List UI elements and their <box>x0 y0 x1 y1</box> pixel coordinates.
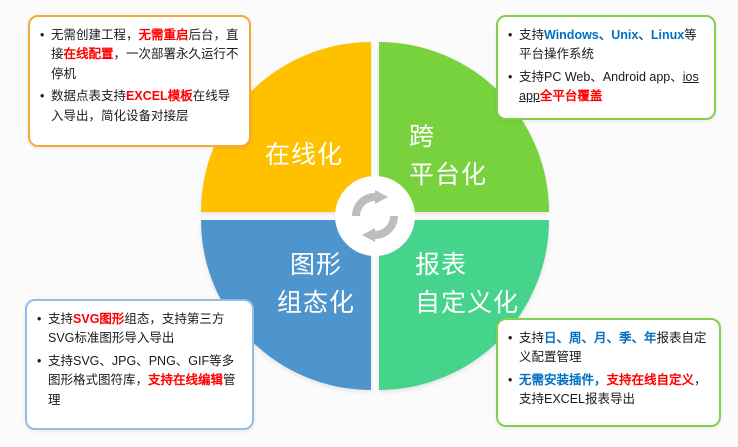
quadrant-cross-platform-label: 跨 平台化 <box>409 118 487 194</box>
list-item: 支持SVG、JPG、PNG、GIF等多图形格式图符库，支持在线编辑管理 <box>37 352 242 410</box>
text-segment: 报表自定义配置管理 <box>519 331 707 365</box>
text-segment: 支持在线编辑 <box>148 373 224 388</box>
callout-bottom-right: 支持日、周、月、季、年报表自定义配置管理 无需安装插件，支持在线自定义，支持EX… <box>496 318 721 427</box>
text-segment: ，支持EXCEL报表导出 <box>519 372 707 407</box>
text-segment: 后台，直接 <box>51 28 239 62</box>
label-line: 图形 <box>289 251 342 279</box>
text-segment: 组态，支持第三方SVG标准图形导入导出 <box>48 312 225 346</box>
text-segment: 管理 <box>48 373 236 407</box>
callout-top-right: 支持Windows、Unix、Linux等平台操作系统 支持PC Web、And… <box>496 15 716 120</box>
text-segment: 数据点表支持 <box>51 89 127 104</box>
quadrant-report-label: 报表 自定义化 <box>415 246 519 322</box>
label-line: 报表 <box>415 251 468 279</box>
label-line: 在线化 <box>265 141 344 169</box>
label-line: 平台化 <box>409 161 488 189</box>
text-segment: ，一次部署永久运行不停机 <box>51 47 239 81</box>
cycle-arrows-svg <box>352 190 398 242</box>
text-segment: ios app <box>519 69 699 104</box>
text-segment: 支持 <box>48 312 74 326</box>
text-segment: 无需安装插件， <box>519 372 607 387</box>
list-item: 支持Windows、Unix、Linux等平台操作系统 <box>508 26 704 65</box>
text-segment: Windows、Unix、Linux <box>544 28 685 42</box>
text-segment: 全平台覆盖 <box>539 89 603 104</box>
cycle-arrows-icon <box>335 176 415 256</box>
text-segment: 日、周、月、季、年 <box>544 331 657 345</box>
list-item: 数据点表支持EXCEL模板在线导入导出，简化设备对接层 <box>40 87 239 126</box>
text-segment: 等平台操作系统 <box>519 28 697 62</box>
text-segment: 支持SVG、JPG、PNG、GIF等多图形格式图符库， <box>48 353 235 388</box>
quadrant-graphic-label: 图形 组态化 <box>271 246 361 322</box>
callout-bottom-left: 支持SVG图形组态，支持第三方SVG标准图形导入导出 支持SVG、JPG、PNG… <box>25 299 254 430</box>
text-segment: 无需重启 <box>138 28 189 42</box>
label-line: 自定义化 <box>415 289 520 317</box>
callout-top-left: 无需创建工程，无需重启后台，直接在线配置，一次部署永久运行不停机 数据点表支持E… <box>28 15 251 147</box>
quadrant-cross-platform: 跨 平台化 <box>379 42 549 212</box>
text-segment: 在线导入导出，简化设备对接层 <box>51 89 231 123</box>
text-segment: 在线配置 <box>63 47 114 62</box>
label-line: 跨 <box>409 123 436 151</box>
list-item: 支持SVG图形组态，支持第三方SVG标准图形导入导出 <box>37 310 242 349</box>
list-item: 支持日、周、月、季、年报表自定义配置管理 <box>508 329 709 368</box>
text-segment: SVG图形 <box>73 312 125 326</box>
text-segment: 支持在线自定义 <box>606 372 695 387</box>
text-segment: EXCEL模板 <box>126 89 193 104</box>
text-segment: 无需创建工程， <box>51 28 139 42</box>
text-segment: 支持PC Web、Android app、 <box>519 69 683 84</box>
quadrant-online-label: 在线化 <box>265 136 343 174</box>
list-item: 无需安装插件，支持在线自定义，支持EXCEL报表导出 <box>508 371 709 410</box>
list-item: 无需创建工程，无需重启后台，直接在线配置，一次部署永久运行不停机 <box>40 26 239 84</box>
list-item: 支持PC Web、Android app、ios app全平台覆盖 <box>508 68 704 107</box>
label-line: 组态化 <box>276 289 355 317</box>
text-segment: 支持 <box>519 28 545 42</box>
text-segment: 支持 <box>519 331 545 345</box>
